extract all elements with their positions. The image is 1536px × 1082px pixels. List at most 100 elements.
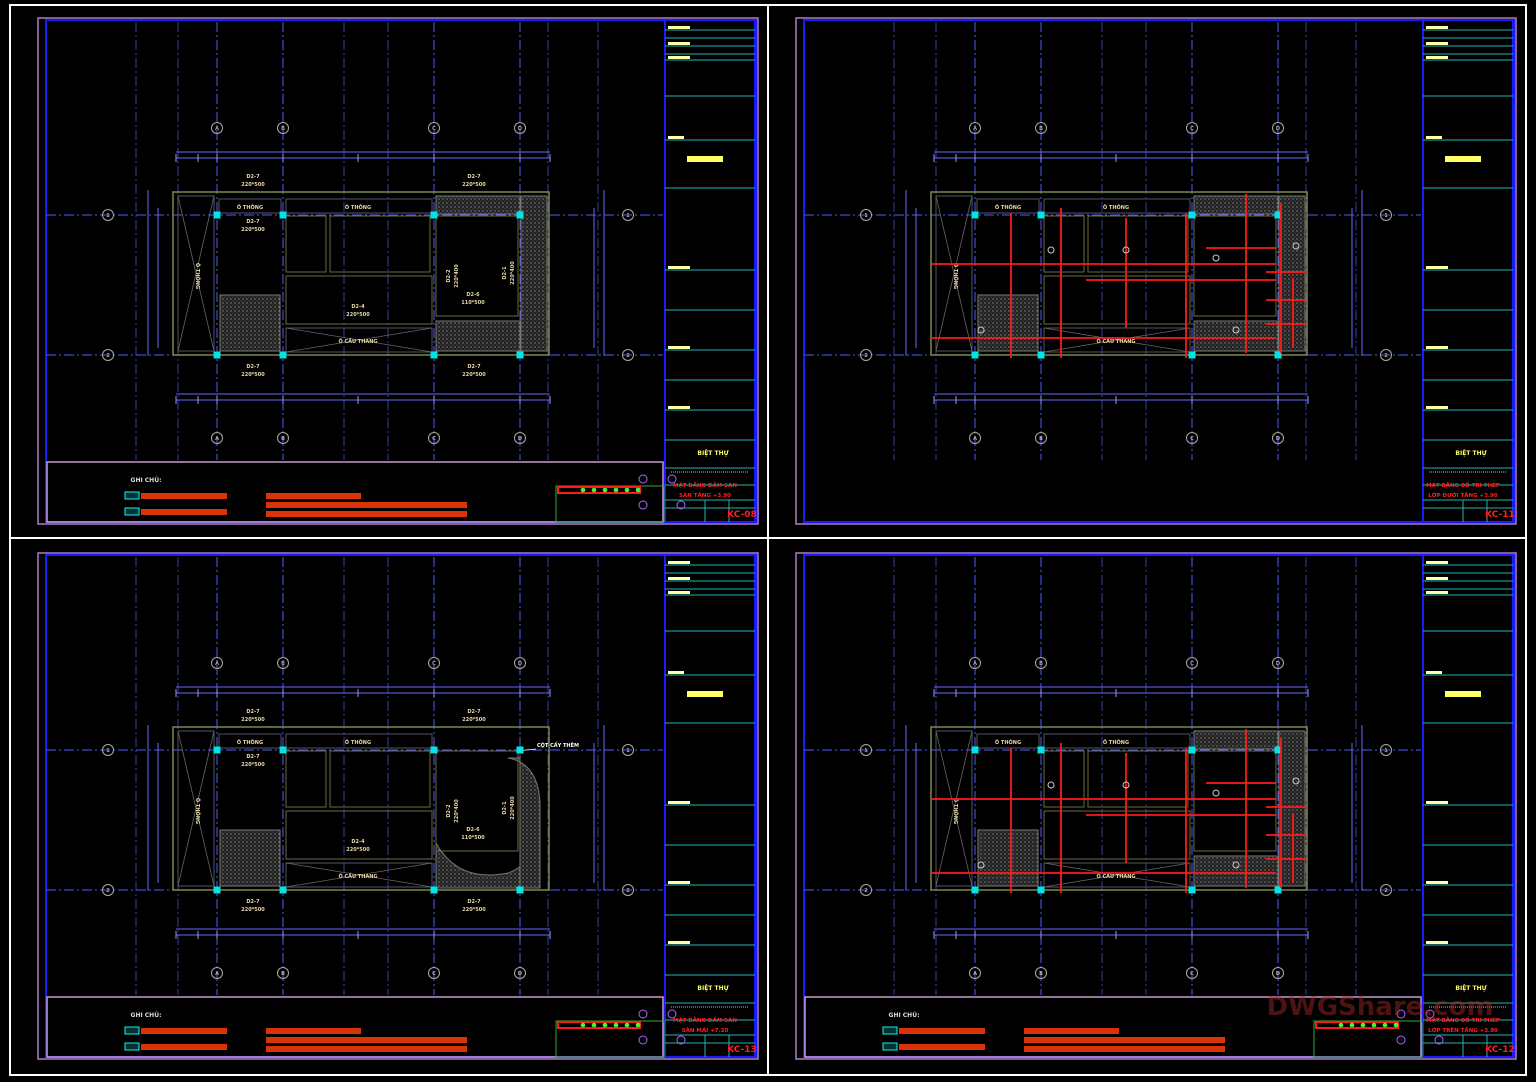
column — [1037, 211, 1045, 219]
title-block-field — [668, 591, 690, 594]
title-block-field — [1426, 136, 1442, 139]
project-name: BIỆT THỰ — [697, 984, 728, 992]
slab-panel — [329, 215, 431, 273]
inner-border — [45, 19, 757, 523]
section-detail — [555, 1009, 686, 1058]
grid-bubble-label: 1 — [864, 213, 868, 219]
grid-bubble-label: C — [1190, 661, 1194, 667]
slab-hatch — [977, 829, 1039, 887]
beam-label: D2-7 — [246, 709, 260, 715]
dimensions — [905, 686, 1363, 939]
grid-bubble — [1035, 432, 1047, 444]
grid-bubble — [428, 432, 440, 444]
column — [1188, 351, 1196, 359]
notes-border — [46, 996, 664, 1058]
void-cross — [935, 730, 973, 887]
slab-hatch — [1278, 730, 1306, 887]
rebar-dot — [624, 487, 630, 493]
beam-size-label: 220*500 — [462, 717, 486, 723]
grid-bubble — [1272, 122, 1284, 134]
notes-border — [46, 461, 664, 523]
grid-bubble — [622, 884, 634, 896]
column — [279, 746, 287, 754]
grid-bubble — [102, 349, 114, 361]
column — [1188, 886, 1196, 894]
void-top-2 — [1043, 733, 1191, 749]
rebar-dot — [602, 1022, 608, 1028]
rebar-dot — [580, 487, 586, 493]
grid-bubble — [514, 432, 526, 444]
grid-bubble — [969, 657, 981, 669]
title-block-field — [1426, 577, 1448, 580]
sheet-subtitle: LỚP TRÊN TẦNG +3.90 — [1428, 1025, 1498, 1034]
beam-label: D2-1 — [502, 801, 508, 815]
grid-bubble-label: B — [281, 661, 285, 667]
grid-bubble — [969, 432, 981, 444]
rebar-dot — [591, 487, 597, 493]
title-block-field — [1426, 42, 1448, 45]
beam-label: D2-1 — [502, 266, 508, 280]
void-left — [177, 195, 215, 352]
legend-swatch — [124, 1026, 140, 1035]
title-block-border — [1422, 554, 1514, 1058]
note-line — [1024, 1037, 1225, 1043]
title-block-border — [664, 554, 756, 1058]
rebar-tag — [1122, 246, 1130, 254]
dimensions — [147, 686, 605, 939]
legend-swatch — [882, 1042, 898, 1051]
slab-panel — [435, 750, 519, 852]
column — [213, 351, 221, 359]
title-block-field — [668, 346, 690, 349]
grid-bubble — [102, 744, 114, 756]
title-block-field — [1426, 406, 1448, 409]
beam-size-label: 110*500 — [461, 300, 485, 306]
sheet-number: KC-12 — [1485, 1045, 1515, 1055]
notes-label: GHI CHÚ: — [889, 1012, 920, 1019]
title-block-field — [1426, 591, 1448, 594]
stair-box — [285, 862, 433, 888]
grid-bubble — [1272, 967, 1284, 979]
title-block-field — [1426, 26, 1448, 29]
column — [516, 351, 524, 359]
rebar-dot — [1371, 1022, 1377, 1028]
rebar-tag — [1047, 781, 1055, 789]
dimensions — [147, 151, 605, 404]
title-block-field — [668, 26, 690, 29]
beam-size-label: 220*500 — [241, 907, 265, 913]
beam-size-label: 220*400 — [454, 799, 460, 823]
title-block-field — [668, 561, 690, 564]
title-block-field — [1426, 266, 1448, 269]
void-top-1 — [218, 733, 282, 749]
beam-label: D2-7 — [467, 364, 481, 370]
grid-bubble-label: A — [215, 971, 219, 977]
title-block-border — [664, 19, 756, 523]
room-label-void: Ô THÔNG — [345, 204, 371, 211]
column — [971, 351, 979, 359]
building-outline — [172, 726, 550, 891]
callout-bubble — [638, 1009, 648, 1019]
title-block-field — [1426, 941, 1448, 944]
beam-label: D2-7 — [246, 754, 260, 760]
column — [1274, 886, 1282, 894]
grid-bubble — [1035, 657, 1047, 669]
beam-size-label: 220*500 — [462, 907, 486, 913]
building-outline — [930, 191, 1308, 356]
slab-hatch — [435, 320, 521, 352]
note-line — [1024, 1028, 1119, 1034]
grid-bubble-label: B — [1039, 126, 1043, 132]
rebar-tag — [1122, 781, 1130, 789]
column — [279, 351, 287, 359]
slab-panel — [285, 275, 433, 325]
grid-bubble-label: 2 — [864, 353, 868, 359]
column — [1037, 746, 1045, 754]
rebar-layout — [931, 729, 1306, 893]
legend-bar — [141, 493, 227, 499]
column — [279, 886, 287, 894]
slab-panel — [285, 215, 327, 273]
section-detail — [1313, 1009, 1444, 1058]
void-cross — [177, 730, 215, 887]
